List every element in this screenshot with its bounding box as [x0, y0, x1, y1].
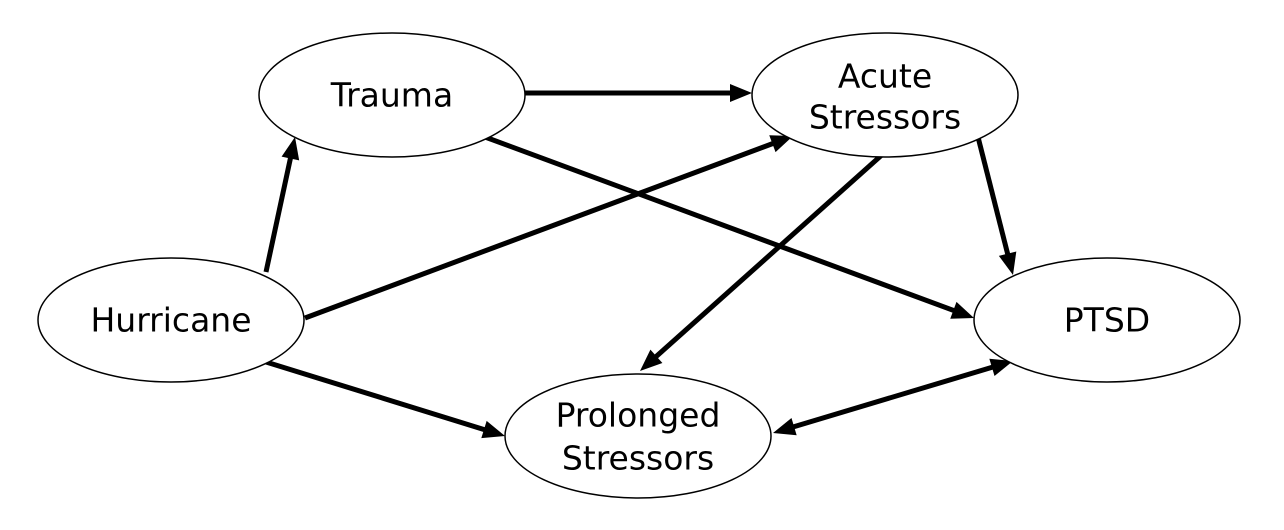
edge-acute-to-prolonged-line — [653, 151, 886, 360]
node-hurricane-label: Hurricane — [90, 301, 251, 340]
node-ptsd: PTSD — [973, 257, 1241, 383]
edge-prolonged-to-ptsd-arrowhead — [989, 358, 1013, 376]
edge-hurricane-to-trauma-line — [263, 156, 294, 273]
edge-acute-to-prolonged-arrowhead — [640, 349, 663, 371]
node-hurricane-ellipse — [37, 257, 305, 383]
edges-layer — [263, 84, 1017, 439]
node-ptsd-ellipse — [973, 257, 1241, 383]
edge-hurricane-to-acute-line — [304, 140, 776, 321]
node-prolonged-stressors-ellipse — [504, 373, 772, 499]
edge-acute-to-ptsd-arrowhead — [998, 251, 1017, 275]
edge-prolonged-to-ptsd-arrowhead-reverse — [773, 418, 797, 436]
node-prolonged-stressors-label-line2: Stressors — [562, 439, 714, 478]
node-hurricane: Hurricane — [37, 257, 305, 383]
edge-hurricane-to-trauma-arrowhead — [281, 137, 300, 161]
edge-trauma-to-ptsd-line — [484, 134, 957, 314]
edge-prolonged-to-ptsd-line — [791, 364, 995, 430]
edge-hurricane-to-acute-arrowhead — [769, 135, 793, 153]
node-acute-stressors-label-line1: Acute — [838, 57, 932, 96]
edge-hurricane-to-prolonged-arrowhead — [481, 420, 505, 439]
node-trauma-label: Trauma — [330, 76, 453, 115]
node-ptsd-label: PTSD — [1064, 301, 1150, 340]
edge-hurricane-to-prolonged-line — [265, 359, 487, 433]
node-prolonged-stressors-label-line1: Prolonged — [556, 396, 721, 435]
edge-trauma-to-acute-arrowhead — [730, 84, 752, 102]
node-prolonged-stressors: Prolonged Stressors — [504, 373, 772, 499]
node-trauma: Trauma — [258, 32, 526, 158]
node-acute-stressors-label-line2: Stressors — [809, 98, 961, 137]
edge-trauma-to-ptsd-arrowhead — [950, 301, 974, 319]
node-acute-stressors-ellipse — [751, 32, 1019, 158]
edge-acute-to-ptsd-line — [975, 136, 1011, 257]
node-acute-stressors: Acute Stressors — [751, 32, 1019, 158]
node-trauma-ellipse — [258, 32, 526, 158]
